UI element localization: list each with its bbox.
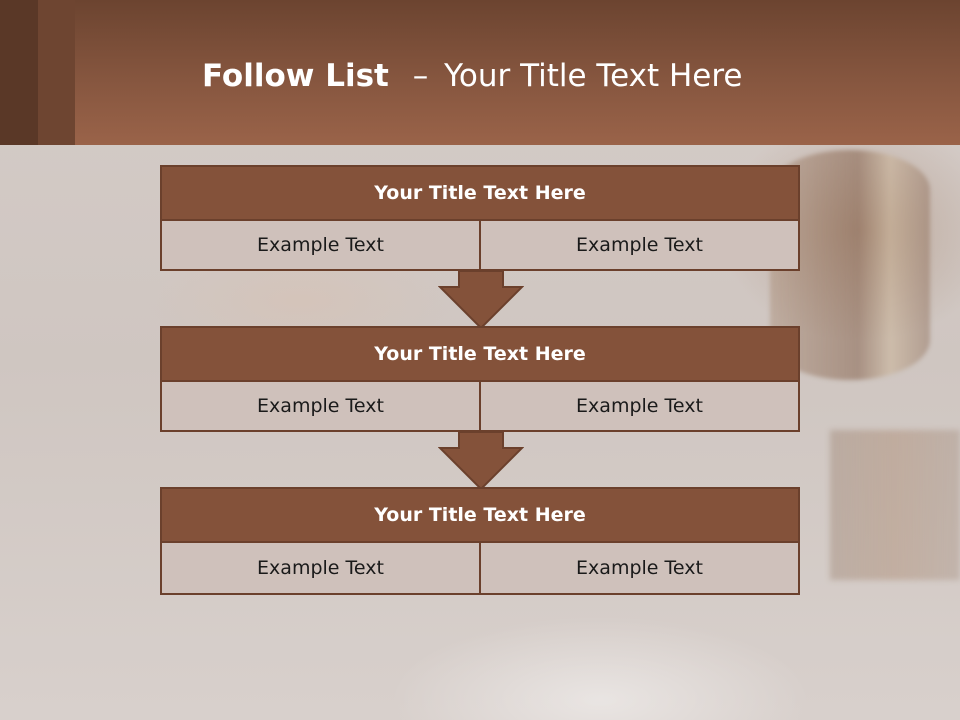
flow-block-3: Your Title Text Here Example Text Exampl… bbox=[160, 487, 800, 595]
flow-block-1: Your Title Text Here Example Text Exampl… bbox=[160, 165, 800, 271]
flow-cell-left: Example Text bbox=[160, 543, 481, 595]
down-arrow-icon bbox=[438, 431, 524, 491]
flow-block-row: Example Text Example Text bbox=[160, 382, 800, 432]
flow-cell-right: Example Text bbox=[481, 382, 800, 432]
slide-title-rest: Your Title Text Here bbox=[444, 58, 743, 94]
flow-block-title: Your Title Text Here bbox=[160, 326, 800, 382]
flow-block-title: Your Title Text Here bbox=[160, 165, 800, 221]
flow-block-2: Your Title Text Here Example Text Exampl… bbox=[160, 326, 800, 432]
flow-cell-left: Example Text bbox=[160, 382, 481, 432]
header-band bbox=[0, 0, 960, 145]
flow-block-row: Example Text Example Text bbox=[160, 543, 800, 595]
flow-cell-right: Example Text bbox=[481, 543, 800, 595]
flow-block-row: Example Text Example Text bbox=[160, 221, 800, 271]
flow-cell-right: Example Text bbox=[481, 221, 800, 271]
down-arrow-icon bbox=[438, 270, 524, 330]
slide-title-bold: Follow List bbox=[202, 58, 389, 94]
header-accent-dark bbox=[0, 0, 38, 145]
slide-title: Follow List – Your Title Text Here bbox=[202, 56, 742, 96]
header-accent-mid bbox=[38, 0, 75, 145]
flow-cell-left: Example Text bbox=[160, 221, 481, 271]
gavel-base-image bbox=[830, 430, 960, 580]
flow-block-title: Your Title Text Here bbox=[160, 487, 800, 543]
slide-title-dash: – bbox=[412, 58, 429, 94]
